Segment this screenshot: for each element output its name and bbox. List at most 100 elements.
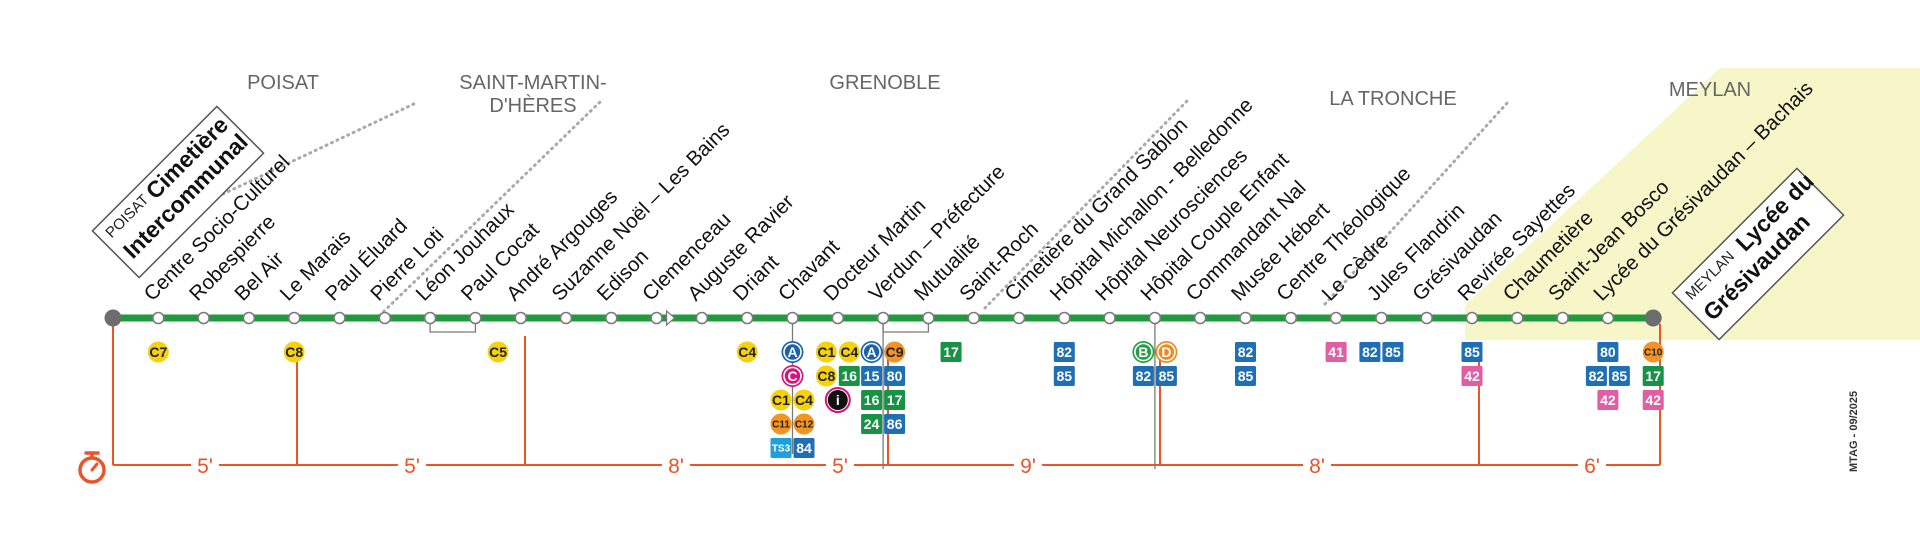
- connection-badge[interactable]: 17: [940, 342, 962, 362]
- connection-badge[interactable]: 82: [1053, 342, 1075, 362]
- connection-badge[interactable]: 16: [838, 366, 860, 386]
- connection-badge[interactable]: 85: [1382, 342, 1404, 362]
- connection-badge[interactable]: C4: [793, 389, 815, 411]
- connection-badge[interactable]: C8: [283, 341, 305, 363]
- connection-badge[interactable]: 85: [1155, 366, 1177, 386]
- connection-badge[interactable]: C5: [487, 341, 509, 363]
- connection-badge[interactable]: 15: [861, 366, 883, 386]
- connection-badge[interactable]: 80: [884, 366, 906, 386]
- station-marker[interactable]: [650, 311, 663, 325]
- station-marker[interactable]: [695, 311, 709, 325]
- station-marker[interactable]: [378, 311, 392, 325]
- connection-badge[interactable]: C12: [793, 413, 815, 435]
- station-marker[interactable]: [876, 311, 890, 325]
- connection-badge[interactable]: C9: [884, 341, 906, 363]
- station-marker[interactable]: [1329, 311, 1343, 325]
- svg-text:42: 42: [1464, 368, 1480, 384]
- connection-badge[interactable]: A: [860, 341, 883, 363]
- zone-separator: [983, 98, 1190, 310]
- svg-text:41: 41: [1328, 344, 1344, 360]
- station-marker[interactable]: [1601, 311, 1615, 325]
- svg-text:C1: C1: [772, 392, 790, 408]
- station-marker[interactable]: [287, 311, 301, 325]
- station-marker[interactable]: [152, 311, 165, 325]
- connection-badge[interactable]: 41: [1325, 342, 1347, 362]
- connection-badge[interactable]: C4: [838, 341, 860, 363]
- connection-badge[interactable]: 42: [1461, 366, 1483, 386]
- connection-badge[interactable]: 86: [884, 414, 906, 434]
- svg-text:82: 82: [1057, 344, 1073, 360]
- station-marker[interactable]: [1103, 311, 1116, 325]
- connection-badge[interactable]: 84: [793, 438, 815, 458]
- connection-badge[interactable]: 82: [1132, 366, 1154, 386]
- connection-badge[interactable]: 42: [1642, 390, 1664, 410]
- connection-badge[interactable]: C7: [147, 341, 169, 363]
- travel-time-label: 5': [832, 455, 848, 478]
- station-marker[interactable]: [1284, 311, 1298, 325]
- station-marker[interactable]: [469, 311, 482, 325]
- zone-label: LA TRONCHE: [1329, 88, 1456, 110]
- connection-badge[interactable]: B: [1132, 341, 1155, 363]
- connection-badge[interactable]: C10: [1642, 341, 1664, 363]
- svg-text:17: 17: [887, 392, 903, 408]
- svg-text:85: 85: [1238, 368, 1254, 384]
- svg-text:C4: C4: [795, 392, 813, 408]
- station-marker[interactable]: [559, 311, 573, 325]
- svg-text:C: C: [787, 368, 797, 384]
- station-marker[interactable]: [1148, 311, 1162, 325]
- connection-badge[interactable]: 82: [1585, 366, 1607, 386]
- station-marker[interactable]: [197, 311, 210, 325]
- station-marker[interactable]: [1239, 311, 1252, 325]
- connection-badge[interactable]: C1: [815, 341, 837, 363]
- zone-label: GRENOBLE: [829, 72, 940, 94]
- svg-text:82: 82: [1238, 344, 1254, 360]
- station-marker[interactable]: [831, 311, 845, 325]
- connection-badge[interactable]: C4: [736, 341, 758, 363]
- svg-text:42: 42: [1645, 392, 1661, 408]
- station-marker[interactable]: [1420, 311, 1433, 325]
- connection-badge[interactable]: C8: [815, 365, 837, 387]
- station-marker[interactable]: [1465, 311, 1479, 325]
- svg-text:17: 17: [943, 344, 959, 360]
- connection-badge[interactable]: 85: [1608, 366, 1630, 386]
- connection-badge[interactable]: TS3: [770, 438, 792, 458]
- station-marker[interactable]: [967, 311, 981, 325]
- station-marker[interactable]: [740, 311, 754, 325]
- station-marker[interactable]: [1375, 311, 1388, 325]
- station-marker[interactable]: [1012, 311, 1026, 325]
- connection-badge[interactable]: 17: [884, 390, 906, 410]
- station-marker[interactable]: [786, 311, 799, 325]
- connection-badge[interactable]: 24: [861, 414, 883, 434]
- connection-badge[interactable]: 85: [1053, 366, 1075, 386]
- svg-text:85: 85: [1057, 368, 1073, 384]
- station-marker[interactable]: [514, 311, 528, 325]
- connection-badge[interactable]: C: [781, 365, 804, 387]
- connection-badge[interactable]: 17: [1642, 366, 1664, 386]
- svg-text:17: 17: [1645, 368, 1661, 384]
- station-marker[interactable]: [1511, 311, 1524, 325]
- connection-badge[interactable]: C1: [770, 389, 792, 411]
- connection-badge[interactable]: 16: [861, 390, 883, 410]
- connection-badge[interactable]: 42: [1597, 390, 1619, 410]
- svg-text:85: 85: [1385, 344, 1401, 360]
- connection-badge[interactable]: D: [1155, 341, 1178, 363]
- connection-badge[interactable]: 85: [1235, 366, 1256, 386]
- station-marker[interactable]: [242, 311, 256, 325]
- connection-badge[interactable]: i: [824, 387, 851, 413]
- station-marker[interactable]: [922, 311, 935, 325]
- connection-badge[interactable]: C11: [770, 413, 792, 435]
- station-marker[interactable]: [1058, 311, 1071, 325]
- connection-badge[interactable]: 82: [1359, 342, 1381, 362]
- station-marker[interactable]: [1556, 311, 1569, 325]
- connection-badge[interactable]: 80: [1597, 342, 1619, 362]
- station-marker[interactable]: [333, 311, 346, 325]
- connection-badge[interactable]: A: [781, 341, 804, 363]
- connection-badge[interactable]: 85: [1461, 342, 1483, 362]
- station-marker[interactable]: [1193, 311, 1207, 325]
- connection-badge[interactable]: 82: [1235, 342, 1256, 362]
- station-marker[interactable]: [423, 311, 437, 325]
- station-marker[interactable]: [604, 311, 618, 325]
- svg-text:C10: C10: [1644, 348, 1663, 359]
